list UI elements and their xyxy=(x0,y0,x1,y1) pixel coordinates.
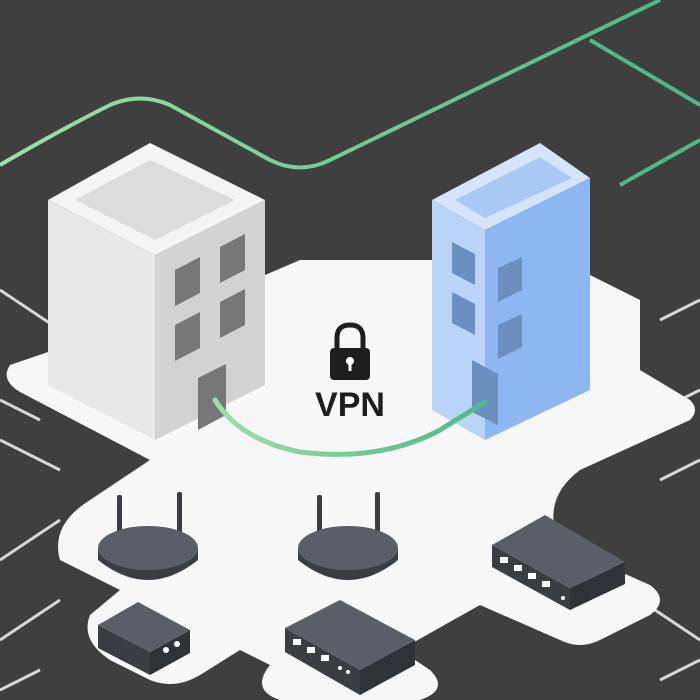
gray-building xyxy=(48,143,265,440)
switch-icon xyxy=(492,515,625,610)
router-icon xyxy=(298,492,398,580)
modem-icon xyxy=(98,602,190,675)
router-icon xyxy=(98,492,198,580)
vpn-tunnel-line xyxy=(212,397,488,457)
blue-building xyxy=(432,143,590,440)
network-lines xyxy=(0,0,700,187)
switch-icon xyxy=(285,600,415,695)
lock-icon xyxy=(330,322,370,380)
vpn-label: VPN xyxy=(315,386,385,424)
